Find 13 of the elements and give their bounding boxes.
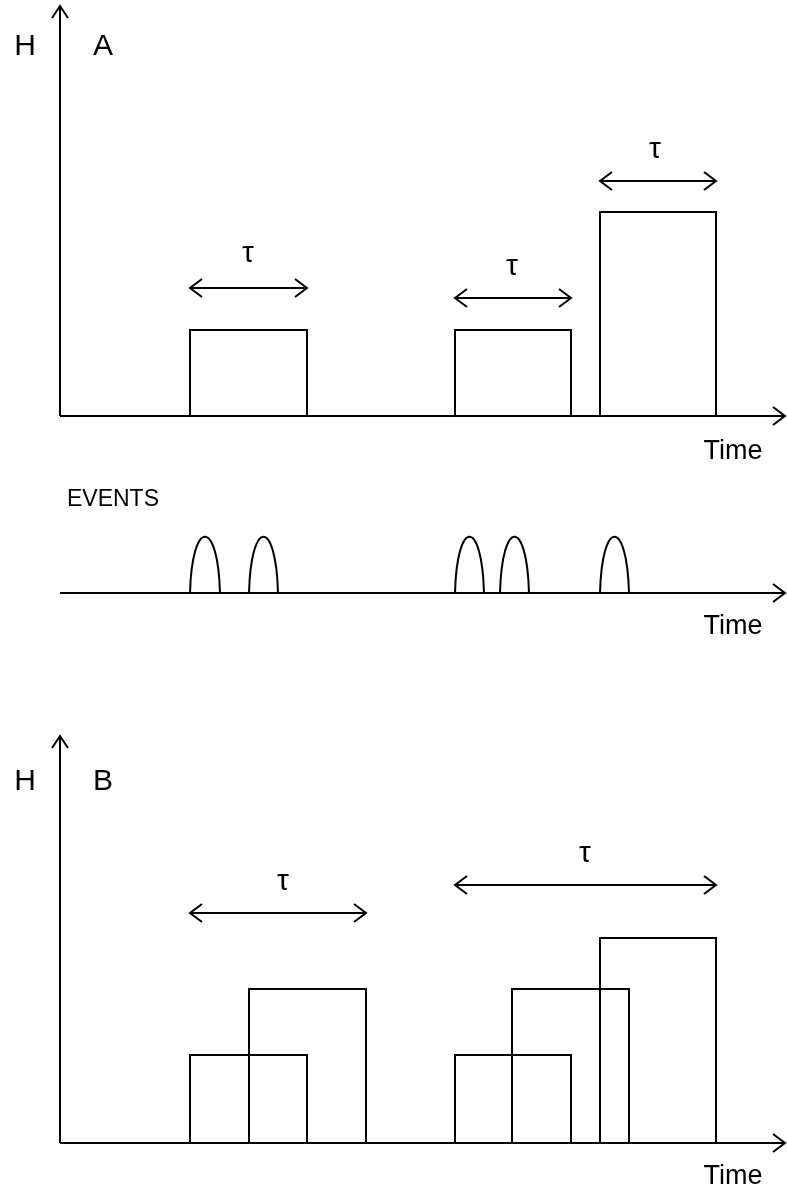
axis-label: H: [14, 765, 36, 795]
duration-label: τ: [506, 250, 518, 280]
axis-label: Time: [703, 611, 763, 639]
axis-label: H: [14, 30, 36, 60]
axis-label: Time: [703, 1161, 763, 1189]
duration-label: τ: [579, 837, 591, 867]
row-label: EVENTS: [67, 486, 159, 510]
panel-label: A: [93, 30, 113, 60]
duration-label: τ: [242, 237, 254, 267]
duration-label: τ: [649, 133, 661, 163]
panel-label: B: [93, 765, 113, 795]
axis-label: Time: [703, 436, 763, 464]
duration-label: τ: [277, 865, 289, 895]
